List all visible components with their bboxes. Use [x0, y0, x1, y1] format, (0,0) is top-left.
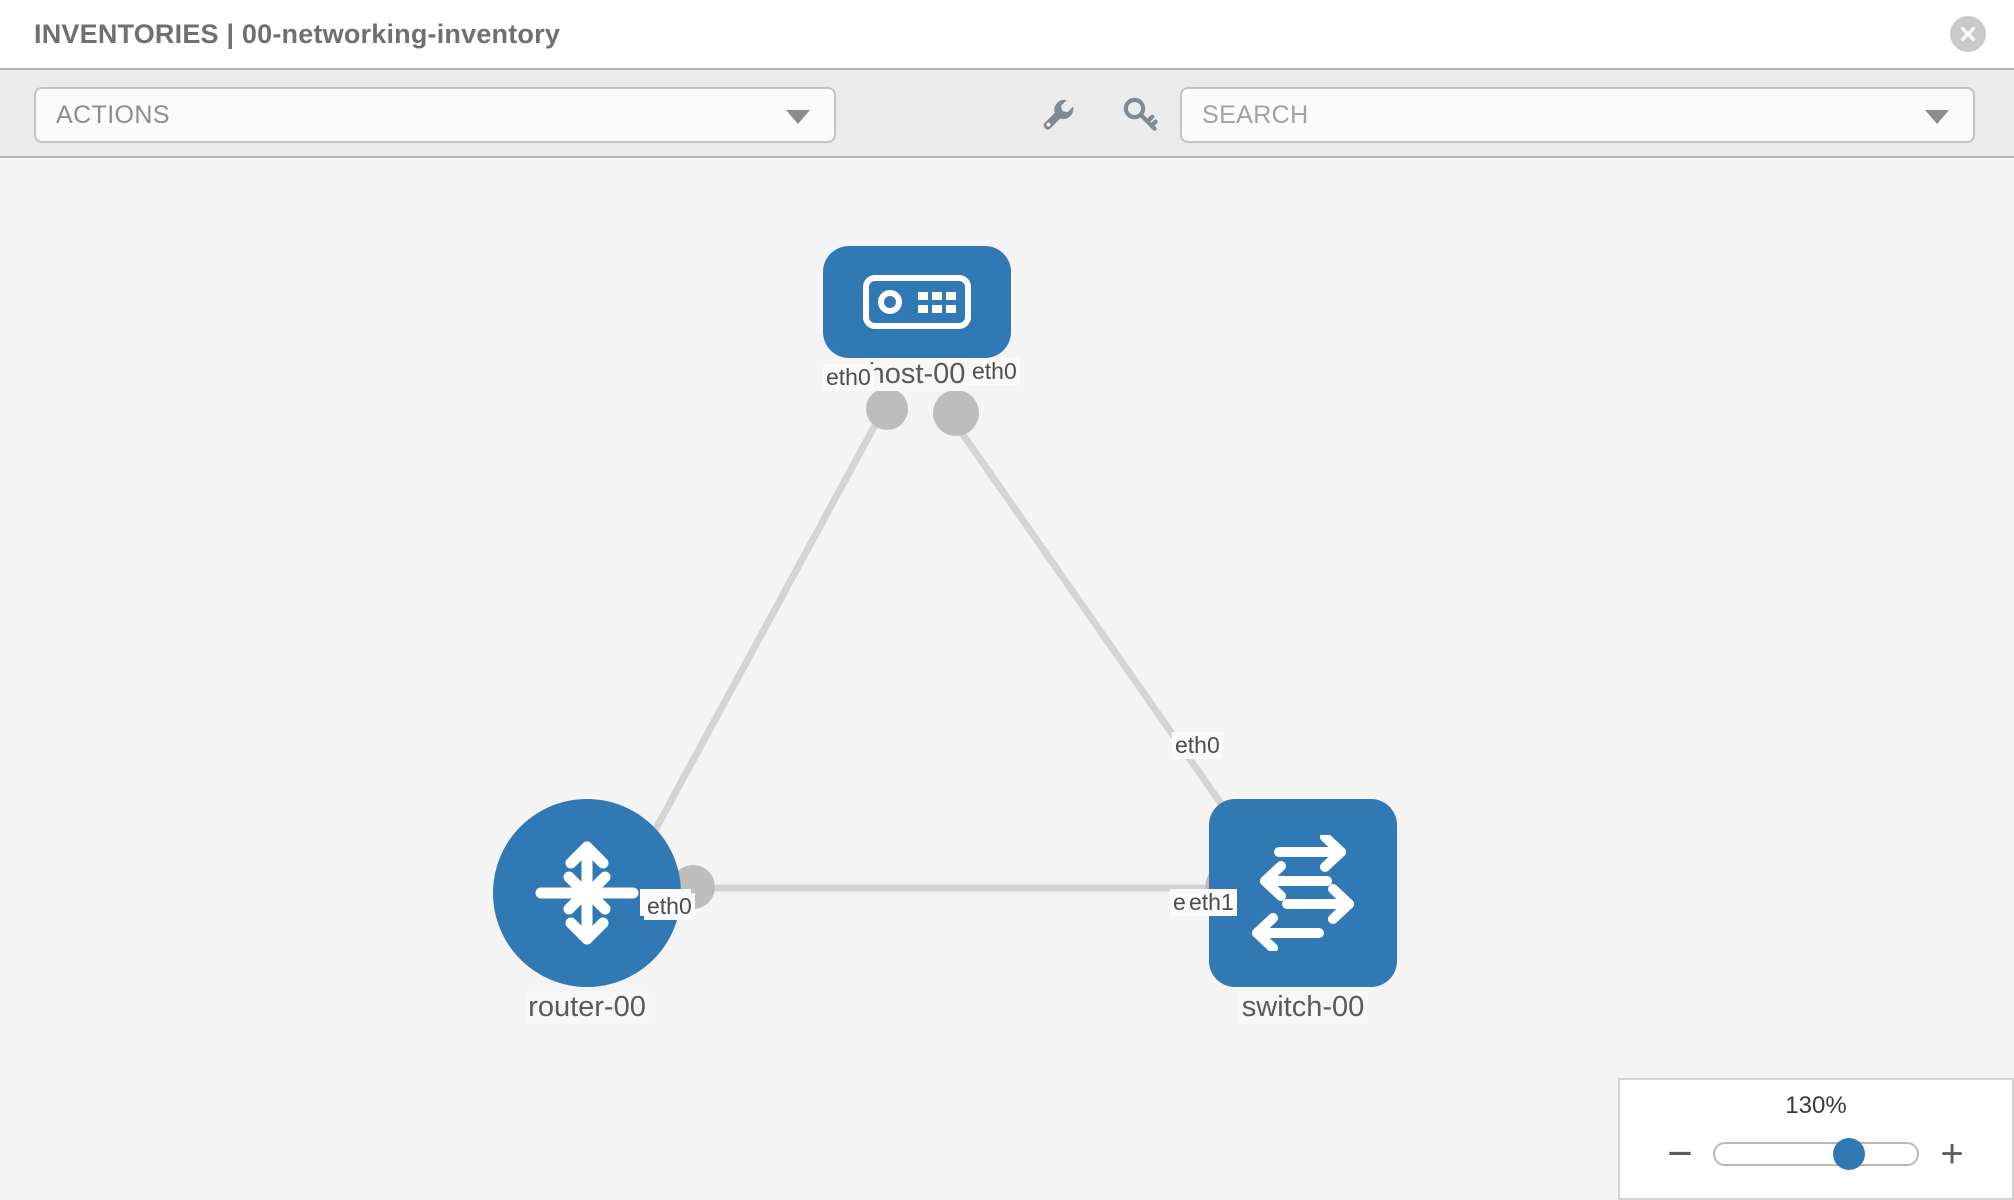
link-host00-switch00[interactable]	[947, 413, 1248, 841]
page-header: INVENTORIES | 00-networking-inventory	[0, 0, 2014, 68]
node-switch-00[interactable]: switch-00	[1209, 799, 1397, 1024]
actions-dropdown[interactable]: ACTIONS	[34, 87, 836, 143]
zoom-slider-thumb[interactable]	[1833, 1138, 1865, 1170]
key-icon[interactable]	[1119, 88, 1163, 140]
zoom-level-value: 130%	[1785, 1092, 1847, 1119]
port-label-host00-right: eth0	[969, 358, 1020, 385]
wrench-icon[interactable]	[1035, 88, 1079, 140]
switch-node-shape[interactable]	[1209, 799, 1397, 987]
zoom-slider-row: − +	[1620, 1132, 2012, 1176]
search-placeholder: SEARCH	[1202, 100, 1309, 129]
actions-dropdown-label: ACTIONS	[56, 100, 170, 129]
node-label-switch-00: switch-00	[1238, 991, 1368, 1024]
node-label-host-00: host-00	[865, 358, 969, 391]
port-dot-host00-right[interactable]	[933, 390, 979, 436]
port-label-switch00-up: eth0	[1172, 732, 1223, 759]
four-arrows-icon	[535, 841, 639, 945]
toolbar: ACTIONS SEARCH	[0, 68, 2014, 158]
host-node-shape[interactable]	[823, 246, 1011, 358]
zoom-out-button[interactable]: −	[1667, 1129, 1693, 1178]
chevron-down-icon	[1925, 110, 1949, 124]
node-host-00[interactable]: host-00	[823, 246, 1011, 391]
chevron-down-icon	[786, 110, 810, 124]
port-dot-host00-left[interactable]	[866, 388, 908, 430]
server-appliance-icon	[863, 275, 971, 329]
zoom-slider[interactable]	[1713, 1138, 1919, 1170]
switch-arrows-icon	[1252, 835, 1354, 951]
zoom-in-button[interactable]: +	[1940, 1132, 1964, 1176]
port-label-switch00-left-b: eth1	[1186, 889, 1237, 916]
node-label-router-00: router-00	[525, 991, 649, 1024]
zoom-control-panel: 130% − +	[1618, 1078, 2014, 1200]
close-icon[interactable]	[1950, 16, 1986, 52]
topology-links	[636, 413, 1248, 892]
port-label-router00-up: eth0	[644, 893, 695, 920]
link-host00-router00[interactable]	[636, 414, 884, 860]
search-input[interactable]: SEARCH	[1180, 87, 1975, 143]
page-title: INVENTORIES | 00-networking-inventory	[34, 18, 561, 49]
topology-canvas[interactable]: host-00 eth0 eth0	[0, 158, 2014, 1200]
port-label-host00-left: eth0	[823, 364, 874, 391]
toolbar-icon-group	[1035, 88, 1163, 140]
